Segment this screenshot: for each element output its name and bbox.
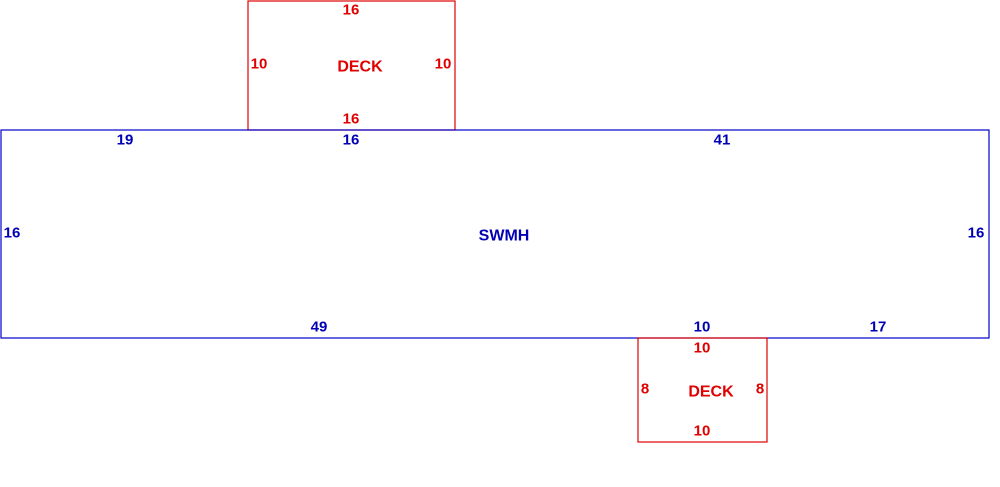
house-bottom-right-dimension: 17: [870, 319, 887, 336]
house-bottom-middle-dimension: 10: [694, 319, 711, 336]
deck-bottom-outline: [637, 337, 768, 443]
deck-bottom-top-dimension: 10: [694, 340, 711, 357]
deck-top-right-dimension: 10: [435, 56, 452, 73]
house: 19 16 41 16 16 SWMH 49 10 17: [0, 129, 990, 339]
house-top-right-dimension: 41: [714, 132, 731, 149]
deck-bottom-left-dimension: 8: [641, 381, 649, 398]
deck-bottom: 10 8 8 DECK 10: [637, 337, 768, 443]
deck-top: 16 10 10 DECK 16: [247, 0, 456, 131]
house-outline: [0, 129, 990, 339]
house-label: SWMH: [479, 228, 530, 245]
house-right-dimension: 16: [968, 225, 985, 242]
house-top-middle-dimension: 16: [343, 132, 360, 149]
deck-top-label: DECK: [337, 59, 383, 76]
deck-top-bottom-dimension: 16: [343, 111, 360, 128]
house-left-dimension: 16: [4, 225, 21, 242]
deck-bottom-label: DECK: [688, 384, 734, 401]
deck-top-top-dimension: 16: [343, 2, 360, 19]
deck-bottom-bottom-dimension: 10: [694, 423, 711, 440]
house-bottom-left-dimension: 49: [311, 319, 328, 336]
house-top-left-dimension: 19: [117, 132, 134, 149]
deck-bottom-right-dimension: 8: [756, 381, 764, 398]
deck-top-left-dimension: 10: [251, 56, 268, 73]
